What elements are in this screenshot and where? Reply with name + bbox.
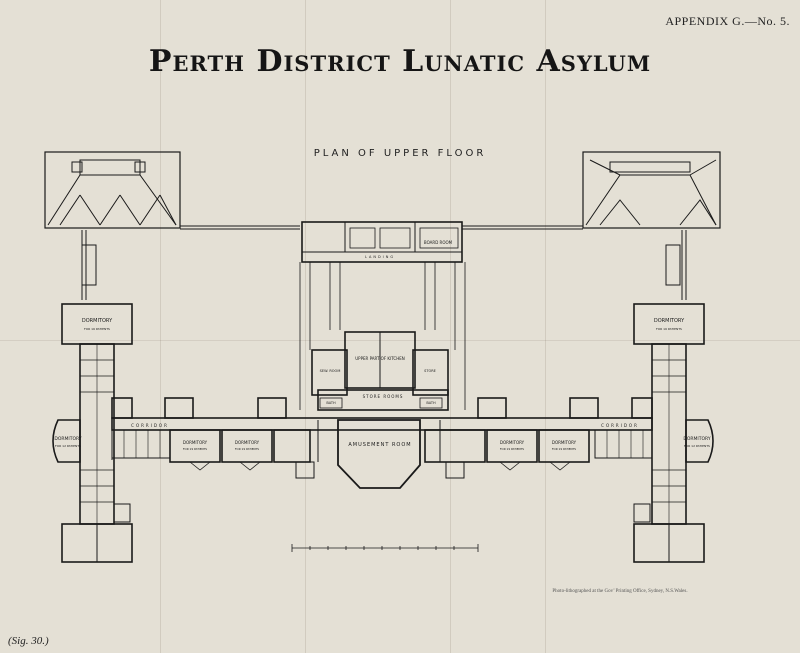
plan-subtitle: PLAN OF UPPER FLOOR — [313, 148, 487, 159]
label-bath-left: BATH — [326, 401, 336, 405]
label-dormitory-l1-sub: FOR 19 PATIENTS — [183, 447, 207, 451]
left-dormitory-wing — [111, 397, 315, 479]
appendix-label: APPENDIX G.—No. 5. — [665, 14, 790, 28]
label-left-top-dormitory-sub: FOR 16 PATIENTS — [84, 327, 110, 331]
label-sewing-room: SEW. ROOM — [320, 369, 341, 373]
fold-line — [160, 0, 161, 653]
right-roof-plan — [582, 151, 721, 229]
label-dormitory-l1: DORMITORY — [183, 440, 208, 445]
label-left-top-dormitory: DORMITORY — [82, 318, 113, 324]
label-store: STORE — [424, 369, 436, 373]
label-landing: LANDING — [365, 255, 395, 259]
label-dormitory-r1-sub: FOR 19 PATIENTS — [500, 447, 524, 451]
right-vertical-wing — [633, 303, 714, 563]
lithograph-note: Photo-lithographed at the Gov’ Printing … — [552, 589, 688, 594]
label-amusement-room: AMUSEMENT ROOM — [348, 442, 411, 448]
left-vertical-wing — [52, 303, 133, 563]
main-title: Perth District Lunatic Asylum — [148, 44, 652, 79]
fold-line — [305, 0, 306, 653]
label-left-bay-dormitory: DORMITORY — [54, 436, 81, 442]
fold-line — [545, 0, 546, 653]
label-board-room: BOARD ROOM — [424, 240, 453, 245]
label-corridor-right: CORRIDOR — [601, 423, 639, 428]
amusement-room — [317, 419, 441, 489]
label-dormitory-l2-sub: FOR 19 PATIENTS — [235, 447, 259, 451]
label-left-bay-dormitory-sub: FOR 12 PATIENTS — [55, 444, 81, 448]
label-corridor-left: CORRIDOR — [131, 423, 169, 428]
label-dormitory-r2-sub: FOR 19 PATIENTS — [552, 447, 576, 451]
right-dormitory-wing — [424, 397, 653, 479]
main-corridor — [111, 417, 653, 460]
label-bath-right: BATH — [426, 401, 436, 405]
label-right-top-dormitory: DORMITORY — [654, 318, 685, 324]
top-central-block — [301, 221, 463, 263]
label-right-top-dormitory-sub: FOR 16 PATIENTS — [656, 327, 682, 331]
label-right-bay-dormitory-sub: FOR 12 PATIENTS — [684, 444, 710, 448]
label-upper-kitchen: UPPER PART OF KITCHEN — [355, 356, 404, 361]
label-store-rooms: STORE ROOMS — [363, 394, 404, 399]
signature-mark: (Sig. 30.) — [8, 635, 49, 647]
scale-bar — [291, 544, 479, 552]
label-dormitory-r2: DORMITORY — [552, 440, 577, 445]
label-dormitory-l2: DORMITORY — [235, 440, 260, 445]
label-dormitory-r1: DORMITORY — [500, 440, 525, 445]
kitchen-block — [311, 331, 449, 411]
label-right-bay-dormitory: DORMITORY — [683, 436, 710, 442]
fold-line — [0, 340, 800, 341]
fold-line — [450, 0, 451, 653]
left-roof-plan — [44, 151, 181, 229]
